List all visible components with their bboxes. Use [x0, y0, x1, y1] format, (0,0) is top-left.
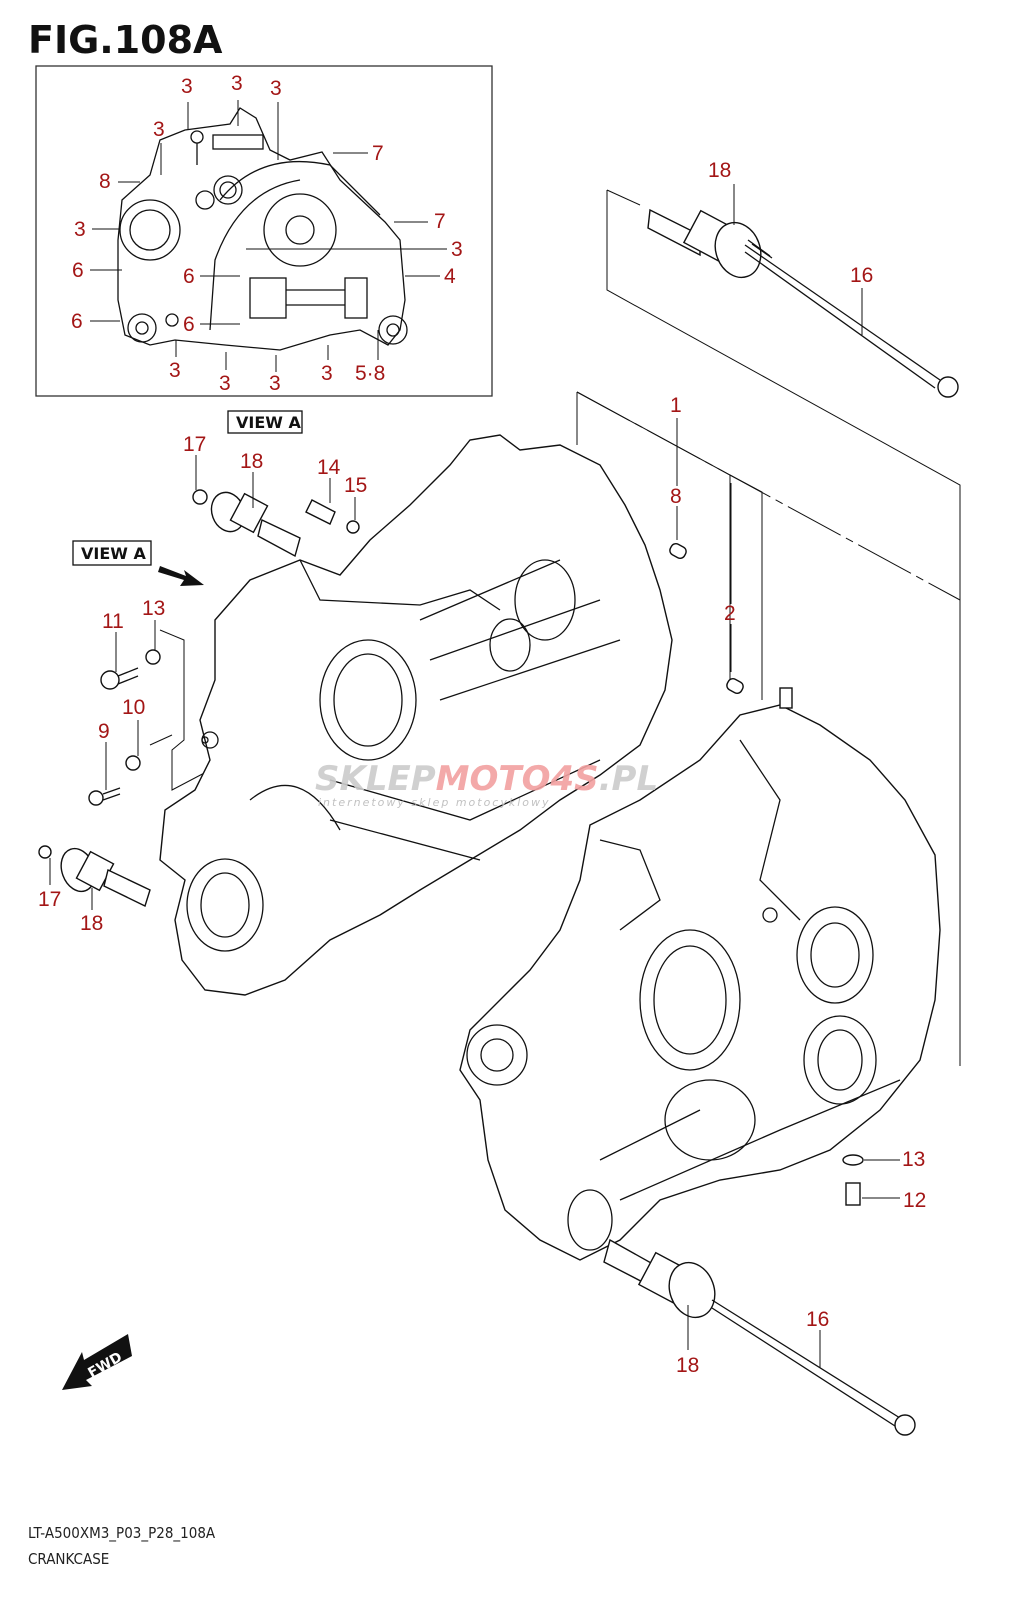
svg-text:SKLEPMOTO4S.PL: SKLEPMOTO4S.PL [315, 759, 658, 799]
dowel-pin-upper [669, 543, 687, 559]
svg-text:VIEW A: VIEW A [236, 413, 301, 432]
callout: 13 [142, 597, 165, 620]
callout: 9 [98, 720, 110, 743]
view-arrow-icon [158, 566, 204, 586]
inset-callout: 6 [183, 313, 195, 336]
left-crankcase-half [159, 434, 673, 996]
inset-callout: 3 [451, 238, 463, 261]
inset-callout: 3 [231, 72, 243, 95]
inset-view-a: 3 3 3 3 7 8 3 7 3 6 6 4 6 6 3 3 3 3 5·8 [35, 65, 493, 397]
view-a-tag-pointer: VIEW A [72, 540, 152, 566]
drain-plug [845, 1182, 861, 1206]
callout: 17 [183, 433, 206, 456]
oil-pump-part-top [647, 208, 959, 398]
watermark: SKLEPMOTO4S.PL internetowy sklep motocyk… [315, 759, 658, 809]
inset-frame [35, 65, 493, 397]
callout: 13 [902, 1148, 925, 1171]
watermark-red: MOTO4S [436, 759, 599, 799]
washer-bottom [842, 1154, 864, 1166]
callout: 15 [344, 474, 367, 497]
inset-callout: 5·8 [355, 362, 385, 385]
callout: 10 [122, 696, 145, 719]
parts-small [38, 208, 959, 1436]
bolts-washers-left [88, 649, 161, 806]
inset-callout: 8 [99, 170, 111, 193]
view-a-tag-top: VIEW A [227, 410, 303, 434]
section-name: CRANKCASE [28, 1550, 110, 1568]
callout: 18 [240, 450, 263, 473]
inset-callout: 3 [169, 359, 181, 382]
inset-callout: 3 [270, 77, 282, 100]
inset-leaders [90, 100, 447, 372]
callout: 18 [80, 912, 103, 935]
assembly-guide-lines [149, 189, 961, 1066]
callout: 11 [102, 610, 124, 633]
callout: 18 [708, 159, 731, 182]
inset-callout: 3 [153, 118, 165, 141]
inset-callout: 3 [219, 372, 231, 395]
right-crankcase-half [459, 687, 941, 1261]
callout: 12 [903, 1189, 926, 1212]
inset-callout: 4 [444, 265, 456, 288]
oil-pump-part-bottom [603, 1238, 916, 1436]
callout: 14 [317, 456, 341, 479]
callout: 1 [670, 394, 682, 417]
oil-pump-part-left-top [192, 489, 301, 558]
callout: 17 [38, 888, 61, 911]
callout: 8 [670, 485, 682, 508]
watermark-suffix: .PL [599, 759, 659, 799]
inset-callout: 6 [183, 265, 195, 288]
inset-callout: 3 [74, 218, 86, 241]
inset-callout: 6 [72, 259, 84, 282]
oil-pump-part-left-bottom [38, 845, 151, 907]
inset-callout: 7 [372, 142, 384, 165]
watermark-gray: SKLEP [315, 759, 436, 799]
callout-leaders [49, 184, 900, 1368]
svg-text:VIEW A: VIEW A [81, 544, 146, 563]
inset-callout: 7 [434, 210, 446, 233]
callout: 16 [850, 264, 873, 287]
callout: 16 [806, 1308, 829, 1331]
figure-title: FIG.108A [28, 18, 223, 62]
inset-callout: 3 [269, 372, 281, 395]
inset-callout: 3 [321, 362, 333, 385]
watermark-subtitle: internetowy sklep motocyklowy [318, 796, 551, 809]
callout: 18 [676, 1354, 699, 1377]
oil-pressure-switch [305, 499, 360, 534]
dowel-pin-lower [726, 678, 744, 694]
callout: 2 [724, 602, 736, 625]
inset-callout: 3 [181, 75, 193, 98]
inset-crankcase-drawing [117, 107, 408, 351]
fwd-arrow-icon: FWD [62, 1334, 132, 1390]
model-code: LT-A500XM3_P03_P28_108A [28, 1524, 216, 1542]
inset-callout: 6 [71, 310, 83, 333]
